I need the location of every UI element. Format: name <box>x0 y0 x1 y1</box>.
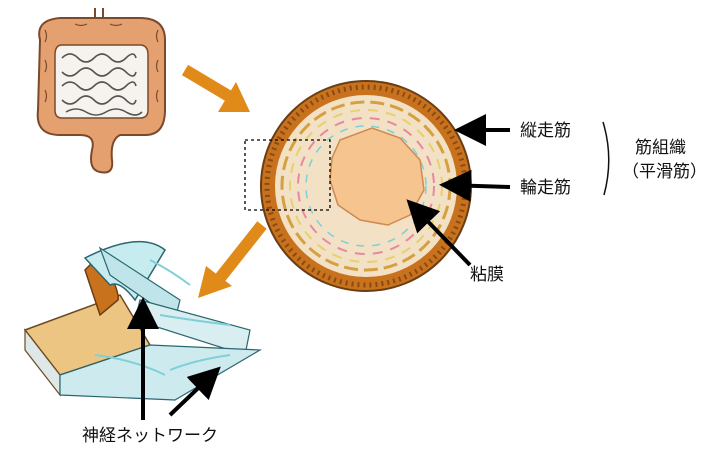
cross-section-illustration <box>245 81 471 291</box>
flow-arrow-1 <box>185 70 250 112</box>
label-mucosa: 粘膜 <box>470 265 504 285</box>
label-smooth-muscle: （平滑筋） <box>622 162 707 182</box>
intestine-illustration <box>38 8 165 173</box>
label-nerve-network: 神経ネットワーク <box>82 426 218 446</box>
bracket <box>603 122 609 195</box>
label-longitudinal-muscle: 縦走筋 <box>520 121 571 141</box>
label-circular-muscle: 輪走筋 <box>520 178 571 198</box>
flow-arrow-2 <box>198 225 262 298</box>
label-muscle-tissue: 筋組織 <box>635 138 686 158</box>
arrow-circular <box>447 185 510 187</box>
